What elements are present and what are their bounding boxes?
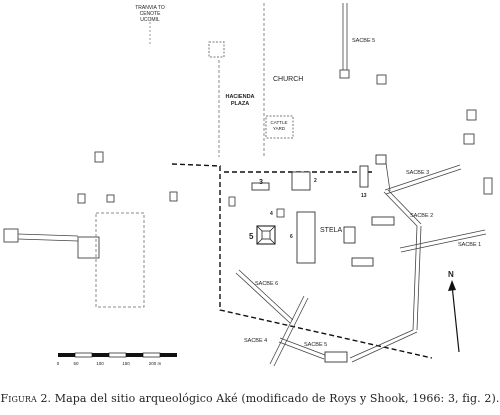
structure-square <box>466 109 477 121</box>
stela-label: STELA <box>320 227 343 234</box>
scale-tick-150: 150 <box>122 361 130 366</box>
sacbe1-label: SACBE 1 <box>458 242 481 248</box>
north-arrow-icon <box>448 280 456 291</box>
sacbe3-road-b <box>385 168 462 195</box>
structure-2-label: 2 <box>314 178 317 184</box>
west-dashed-compound <box>95 212 145 308</box>
structure-square <box>483 177 493 195</box>
central-causeway-c <box>349 329 414 359</box>
structure-4 <box>276 208 285 218</box>
sacbe3-label: SACBE 3 <box>406 170 429 176</box>
scale-tick-0: 0 <box>57 361 60 366</box>
structure-13-label: 13 <box>361 193 367 199</box>
sacbe6-road-a <box>235 272 291 324</box>
sacbe6-road-b <box>238 269 294 321</box>
sacbe3-spur-a <box>385 162 391 192</box>
central-causeway-a <box>412 225 418 331</box>
sacbe2-label: SACBE 2 <box>410 213 433 219</box>
structure-square <box>94 151 104 163</box>
west-structure <box>77 236 100 259</box>
sacbe5-top-structure <box>339 69 350 79</box>
structure-top-east <box>375 154 387 165</box>
caption-prefix: Figura 2. <box>0 392 52 405</box>
sacbe3-road-a <box>384 164 461 191</box>
site-boundary-north <box>171 163 433 359</box>
sacbe5-road-a <box>279 337 326 356</box>
west-end-structure <box>3 228 19 243</box>
sacbe1-road-a <box>399 229 486 249</box>
west-causeway-a <box>17 233 79 237</box>
sacbe5-road-b <box>278 341 325 360</box>
scale-tick-200: 200 m <box>149 361 162 366</box>
hacienda-structure <box>208 41 225 58</box>
sacbe2-road-b <box>387 189 422 225</box>
structure-3-label: 3 <box>259 179 263 186</box>
caption-text: Mapa del sitio arqueológico Aké (modific… <box>51 392 500 405</box>
structure-small <box>228 196 236 207</box>
hacienda-label-2: PLAZA <box>231 101 249 107</box>
structure-2 <box>291 171 311 191</box>
sacbe5-end-structure <box>324 351 348 363</box>
structure-square <box>77 193 86 204</box>
cattle-label-1: CATTLE <box>271 120 288 125</box>
structure-6 <box>296 211 316 264</box>
sacbe2-road-a <box>383 191 418 227</box>
sacbe4-label: SACBE 4 <box>244 338 267 344</box>
north-label: N <box>448 270 454 279</box>
structure-square <box>169 191 178 202</box>
structure-5-label: 5 <box>249 232 254 241</box>
structure-5-top <box>261 230 271 240</box>
trail-label-2: CENOTE <box>140 11 162 17</box>
structure-east <box>371 216 395 226</box>
sacbe5-bottom-label: SACBE 5 <box>304 342 327 348</box>
scale-tick-100: 100 <box>96 361 104 366</box>
scale-bar <box>58 352 177 358</box>
structure-south <box>351 257 374 267</box>
central-causeway-d <box>351 331 418 363</box>
cattle-label-2: YARD <box>273 126 286 131</box>
structure-3 <box>251 182 270 191</box>
sacbe6-label: SACBE 6 <box>255 281 278 287</box>
sacbe4-road-a <box>269 295 305 365</box>
figure-caption: Figura 2. Mapa del sitio arqueológico Ak… <box>0 392 500 405</box>
scale-tick-50: 50 <box>73 361 79 366</box>
structure-13 <box>359 165 369 188</box>
structure-4-label: 4 <box>270 211 273 217</box>
structure-square <box>463 133 475 145</box>
north-arrow-shaft <box>451 284 460 353</box>
sacbe1-road-b <box>400 233 487 253</box>
sacbe5-top-label: SACBE 5 <box>352 38 375 44</box>
trail-label-3: UCOMIL <box>140 17 160 23</box>
central-causeway-b <box>416 225 422 331</box>
stela-structure <box>343 226 356 244</box>
west-causeway-b <box>17 238 79 242</box>
structure-square <box>376 74 387 85</box>
structure-square <box>106 194 115 203</box>
church-label: CHURCH <box>273 76 303 83</box>
trail-label-1: TRANVIA TO <box>135 5 165 11</box>
sacbe4-road-b <box>273 297 309 367</box>
site-map: TRANVIA TO CENOTE UCOMIL SACBE 5 CHURCH … <box>3 3 493 367</box>
structure-6-label: 6 <box>290 234 293 240</box>
hacienda-label-1: HACIENDA <box>225 94 254 100</box>
